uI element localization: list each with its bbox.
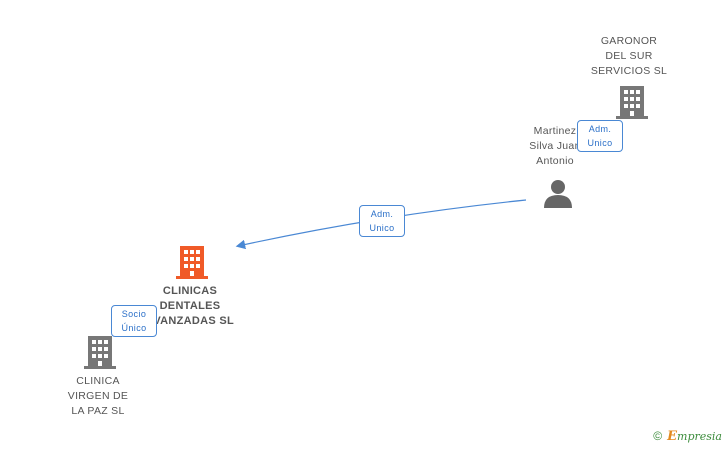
badge-line: Único <box>121 323 147 333</box>
copyright-icon: © <box>653 429 663 443</box>
building-icon-main[interactable] <box>176 244 208 280</box>
building-icon[interactable] <box>84 334 116 370</box>
label-line: AVANZADAS SL <box>145 315 235 327</box>
person-icon[interactable] <box>543 178 573 208</box>
badge-line: Unico <box>587 138 613 148</box>
brand-logo-e: E <box>667 429 678 444</box>
relation-badge-virgen-socio[interactable]: Socio Único <box>111 305 157 337</box>
badge-line: Unico <box>369 223 395 233</box>
node-martinez-label[interactable]: Martinez Silva Juan Antonio <box>516 124 594 169</box>
node-garonor-label[interactable]: GARONOR DEL SUR SERVICIOS SL <box>586 34 672 79</box>
relation-badge-garonor-adm[interactable]: Adm. Unico <box>577 120 623 152</box>
label-line: DEL SUR <box>605 50 653 62</box>
label-line: Silva Juan <box>529 140 581 152</box>
node-clinicas-label[interactable]: CLINICAS DENTALES AVANZADAS SL <box>140 284 240 329</box>
label-line: DENTALES <box>159 300 221 312</box>
brand-footer[interactable]: © Empresia <box>653 429 722 444</box>
label-line: Antonio <box>536 155 574 167</box>
brand-name: mpresia <box>677 430 722 443</box>
label-line: VIRGEN DE <box>67 390 129 402</box>
badge-line: Socio <box>121 309 147 319</box>
label-line: SERVICIOS SL <box>590 65 668 77</box>
badge-line: Adm. <box>370 209 394 219</box>
relation-badge-martinez-adm[interactable]: Adm. Unico <box>359 205 405 237</box>
label-line: LA PAZ SL <box>71 405 125 417</box>
badge-line: Adm. <box>588 124 612 134</box>
node-virgen-label[interactable]: CLINICA VIRGEN DE LA PAZ SL <box>56 374 140 419</box>
label-line: CLINICA <box>76 375 120 387</box>
label-line: Martinez <box>533 125 577 137</box>
label-line: GARONOR <box>600 35 658 47</box>
label-line: CLINICAS <box>162 285 218 297</box>
building-icon[interactable] <box>616 84 648 120</box>
